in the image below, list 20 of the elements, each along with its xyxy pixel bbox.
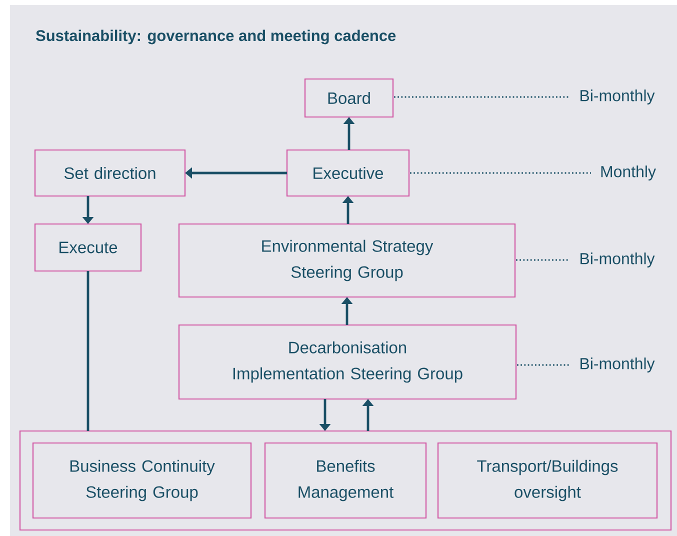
process-box: Set direction bbox=[34, 149, 186, 197]
process-box: Benefits Management bbox=[264, 442, 427, 519]
leader-line bbox=[394, 96, 569, 98]
leader-line bbox=[517, 364, 569, 366]
process-box: Decarbonisation Implementation Steering Group bbox=[178, 324, 517, 400]
group-box bbox=[19, 430, 672, 531]
process-box: Transport/Buildings oversight bbox=[437, 442, 658, 519]
connector-line bbox=[86, 271, 90, 431]
leader-line bbox=[516, 259, 569, 261]
process-box: Board bbox=[304, 78, 394, 118]
title: Sustainability: governance and meeting cadence bbox=[36, 30, 396, 44]
leader-line bbox=[410, 172, 591, 174]
process-box: Execute bbox=[34, 223, 142, 272]
meeting-frequency: Bi-monthly bbox=[580, 358, 655, 372]
process-box: Executive bbox=[286, 149, 410, 197]
process-box: Environmental Strategy Steering Group bbox=[178, 223, 516, 298]
process-box: Business Continuity Steering Group bbox=[32, 442, 252, 519]
meeting-frequency: Bi-monthly bbox=[580, 252, 655, 268]
meeting-frequency: Bi-monthly bbox=[580, 90, 655, 104]
meeting-frequency: Monthly bbox=[601, 166, 656, 180]
